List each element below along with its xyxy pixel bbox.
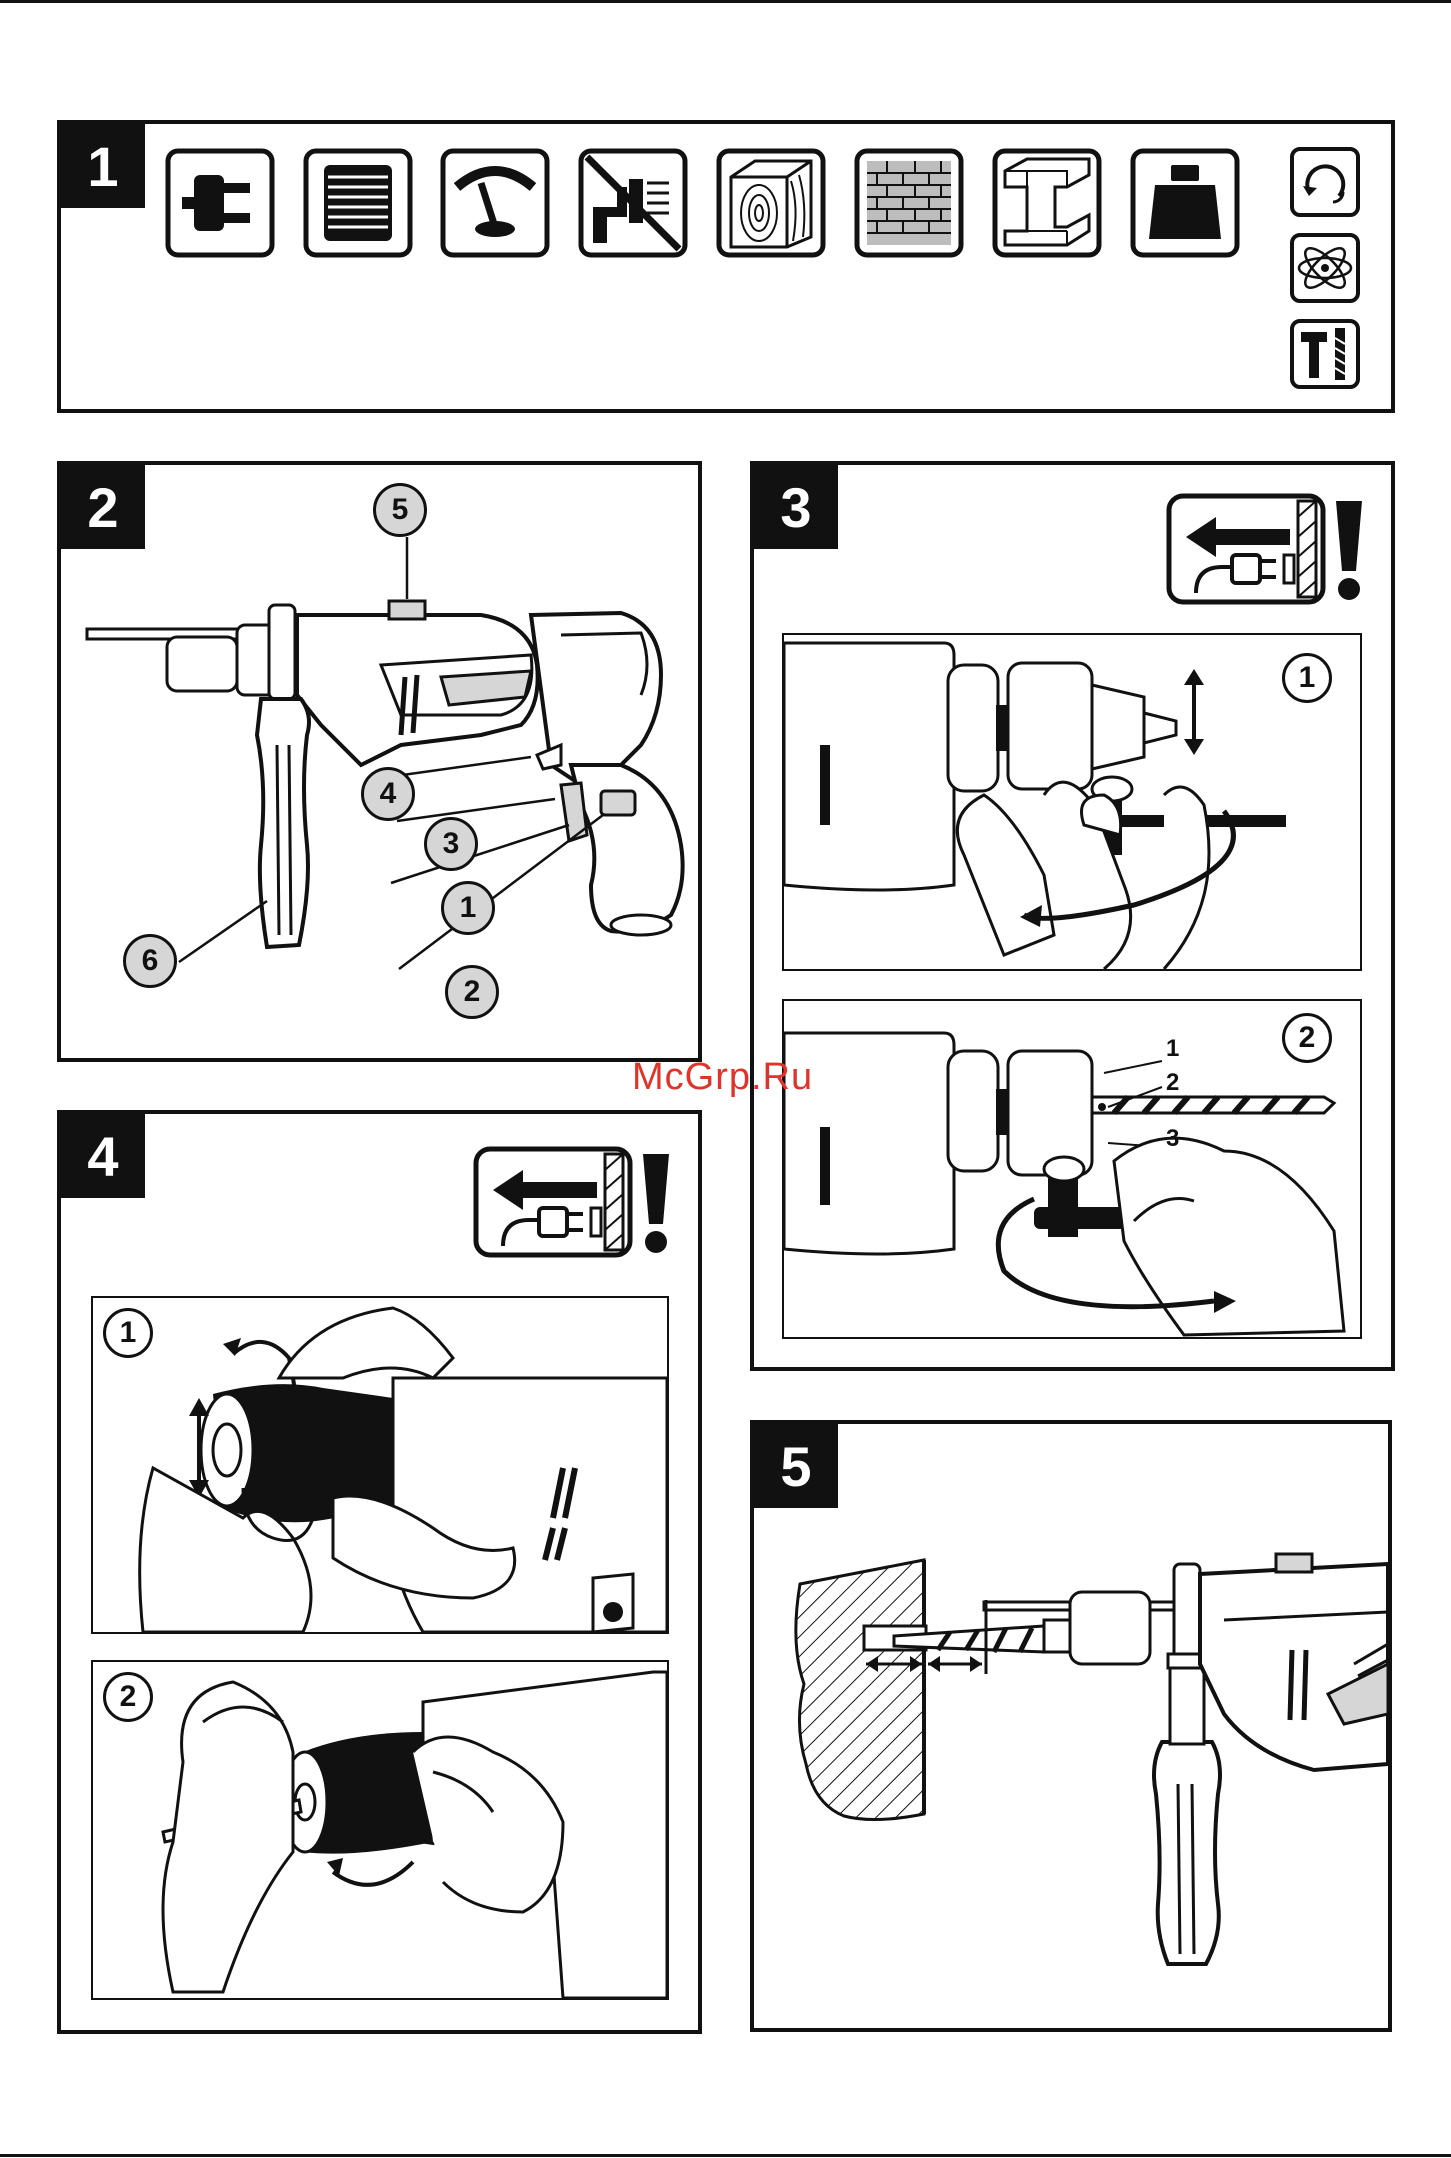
brick-icon [853, 147, 965, 259]
top-border-line [0, 0, 1451, 3]
drilling-depth-illustration [754, 1424, 1388, 2028]
no-impact-icon [577, 147, 689, 259]
bottom-border-line [0, 2154, 1451, 2157]
step-number: 1 [103, 1308, 153, 1358]
step-number: 2 [103, 1672, 153, 1722]
keyless-chuck-open-illustration [91, 1296, 669, 1634]
panel-2: 2 [57, 461, 702, 1062]
panel-4: 4 [57, 1110, 702, 2034]
step-1-illustration [782, 633, 1362, 971]
plug-icon [164, 147, 276, 259]
watermark: McGrp.Ru [632, 1056, 813, 1099]
chuck-label-2: 2 [1166, 1069, 1179, 1097]
chuck-label-3: 3 [1166, 1125, 1179, 1153]
vibration-icon [1289, 232, 1361, 304]
panel-1: 1 [57, 120, 1395, 413]
callout-4: 4 [361, 767, 415, 821]
step-number: 2 [1282, 1013, 1332, 1063]
callout-2: 2 [445, 965, 499, 1019]
callout-3: 3 [424, 817, 478, 871]
panel-number: 3 [754, 465, 838, 549]
wood-icon [715, 147, 827, 259]
panel-5: 5 [750, 1420, 1392, 2032]
panel-number: 1 [61, 124, 145, 208]
callout-1: 1 [441, 881, 495, 935]
chuck-label-1: 1 [1166, 1035, 1179, 1063]
keyless-chuck-insert-bit-illustration [91, 1660, 669, 2000]
motor-icon [302, 147, 414, 259]
weight-icon [1129, 147, 1241, 259]
callout-5: 5 [373, 483, 427, 537]
unplug-warning-icon [473, 1146, 679, 1258]
tool-icon [1289, 318, 1361, 390]
unplug-warning-icon [1166, 493, 1372, 605]
rotation-icon [1289, 146, 1361, 218]
step-2-illustration [782, 999, 1362, 1339]
steel-icon [991, 147, 1103, 259]
panel-number: 4 [61, 1114, 145, 1198]
panel-3: 3 [750, 461, 1395, 1371]
callout-6: 6 [123, 934, 177, 988]
speed-gauge-icon [439, 147, 551, 259]
step-number: 1 [1282, 653, 1332, 703]
